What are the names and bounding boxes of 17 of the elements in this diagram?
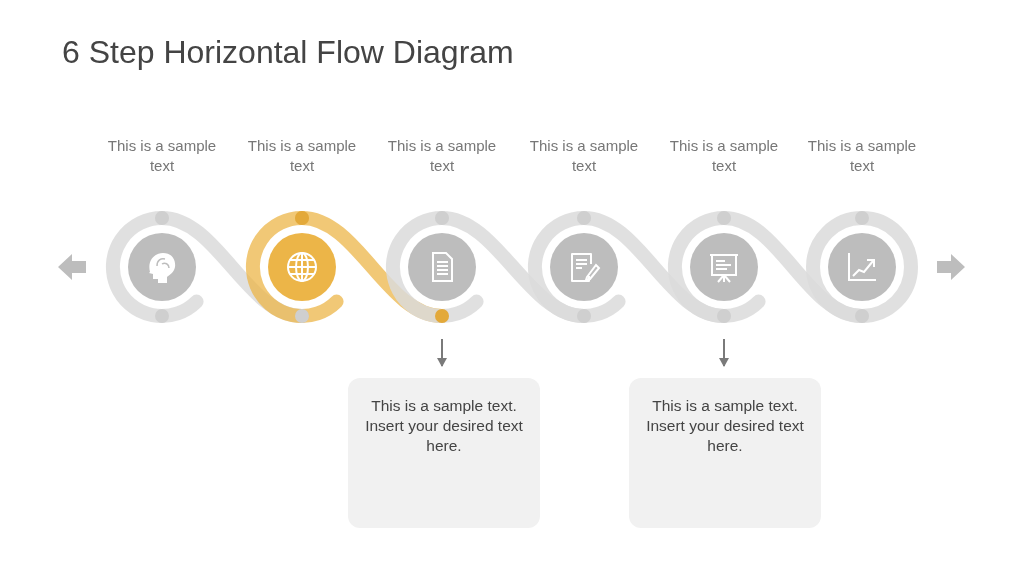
card-text: This is a sample text. Insert your desired text here. [645, 396, 805, 456]
step-caption: This is a sample text [528, 136, 640, 176]
step-caption: This is a sample text [386, 136, 498, 176]
arrow [437, 338, 447, 367]
step-circle [550, 233, 618, 301]
step-circle [128, 233, 196, 301]
step-circle [268, 233, 336, 301]
step-circle [690, 233, 758, 301]
step-circle [828, 233, 896, 301]
step-caption: This is a sample text [246, 136, 358, 176]
card-text: This is a sample text. Insert your desired text here. [364, 396, 524, 456]
title: 6 Step Horizontal Flow Diagram [62, 34, 514, 71]
step-caption: This is a sample text [106, 136, 218, 176]
step-caption: This is a sample text [806, 136, 918, 176]
step-caption: This is a sample text [668, 136, 780, 176]
arrow [719, 338, 729, 367]
step-circle [408, 233, 476, 301]
